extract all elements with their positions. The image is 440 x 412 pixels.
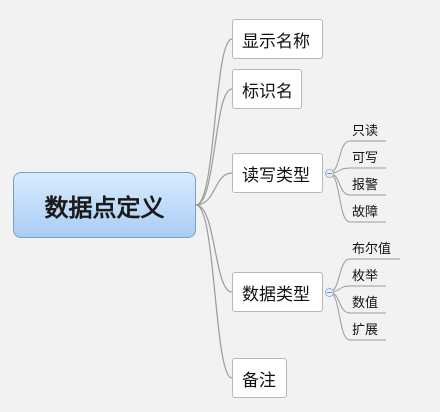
leaf-extension[interactable]: 扩展 [352,323,379,338]
connector-data-type [195,204,233,293]
leaf-boolean[interactable]: 布尔值 [352,242,392,257]
leaf-fault[interactable]: 故障 [352,205,379,220]
node-display-name[interactable]: 显示名称 [232,19,323,59]
node-remark[interactable]: 备注 [232,358,287,398]
connector-rw-type [195,172,233,206]
node-rw-type[interactable]: 读写类型 [232,153,323,193]
connector-identifier [195,88,233,206]
collapse-rw-type-icon[interactable] [325,169,334,178]
connector-remark [195,204,233,379]
root-node[interactable]: 数据点定义 [13,172,196,238]
leaf-alarm[interactable]: 报警 [352,178,379,193]
leaf-read-only[interactable]: 只读 [352,124,379,139]
node-identifier[interactable]: 标识名 [232,69,302,109]
leaf-enum[interactable]: 枚举 [352,269,379,284]
node-data-type[interactable]: 数据类型 [232,272,323,312]
collapse-data-type-icon[interactable] [325,288,334,297]
connector-display-name [195,38,233,206]
leaf-writable[interactable]: 可写 [352,151,379,166]
leaf-numeric[interactable]: 数值 [352,296,379,311]
